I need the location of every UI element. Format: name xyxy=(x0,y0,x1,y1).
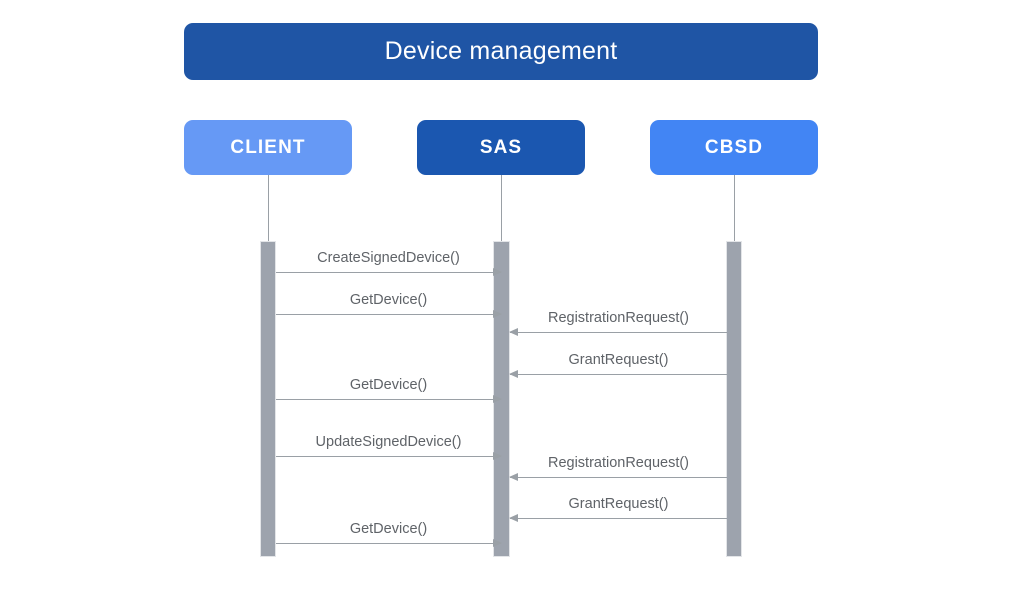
message-arrow: GetDevice() xyxy=(276,377,502,403)
message-label: RegistrationRequest() xyxy=(547,455,690,472)
arrow-head-right-icon xyxy=(493,539,502,547)
message-arrow: CreateSignedDevice() xyxy=(276,250,502,276)
participant-cbsd[interactable]: CBSD xyxy=(650,120,818,175)
message-label: UpdateSignedDevice() xyxy=(315,434,462,451)
message-arrow: GetDevice() xyxy=(276,292,502,318)
arrow-head-left-icon xyxy=(509,473,518,481)
message-arrow: GetDevice() xyxy=(276,521,502,547)
lifeline-client xyxy=(267,175,269,241)
message-label: RegistrationRequest() xyxy=(547,310,690,327)
message-arrow: GrantRequest() xyxy=(509,496,727,522)
message-arrow: UpdateSignedDevice() xyxy=(276,434,502,460)
activation-bar-client xyxy=(260,241,276,557)
message-arrow: RegistrationRequest() xyxy=(509,310,727,336)
arrow-head-left-icon xyxy=(509,328,518,336)
message-label: GrantRequest() xyxy=(568,352,669,369)
activation-bar-cbsd xyxy=(726,241,742,557)
message-label: GetDevice() xyxy=(349,292,428,309)
arrow-head-right-icon xyxy=(493,452,502,460)
participant-cbsd-label: CBSD xyxy=(704,136,764,158)
lifeline-sas xyxy=(500,175,502,241)
message-arrow: RegistrationRequest() xyxy=(509,455,727,481)
participant-client-label: CLIENT xyxy=(230,136,306,158)
arrow-head-right-icon xyxy=(493,395,502,403)
arrow-head-left-icon xyxy=(509,514,518,522)
message-label: GrantRequest() xyxy=(568,496,669,513)
message-arrow: GrantRequest() xyxy=(509,352,727,378)
arrow-head-right-icon xyxy=(493,268,502,276)
participant-client[interactable]: CLIENT xyxy=(184,120,352,175)
participant-sas[interactable]: SAS xyxy=(417,120,585,175)
diagram-title: Device management xyxy=(384,37,618,65)
message-label: GetDevice() xyxy=(349,521,428,538)
diagram-title-bar: Device management xyxy=(184,23,818,80)
lifeline-cbsd xyxy=(733,175,735,241)
message-label: CreateSignedDevice() xyxy=(317,250,460,267)
participant-sas-label: SAS xyxy=(479,136,523,158)
arrow-head-left-icon xyxy=(509,370,518,378)
arrow-head-right-icon xyxy=(493,310,502,318)
message-label: GetDevice() xyxy=(349,377,428,394)
